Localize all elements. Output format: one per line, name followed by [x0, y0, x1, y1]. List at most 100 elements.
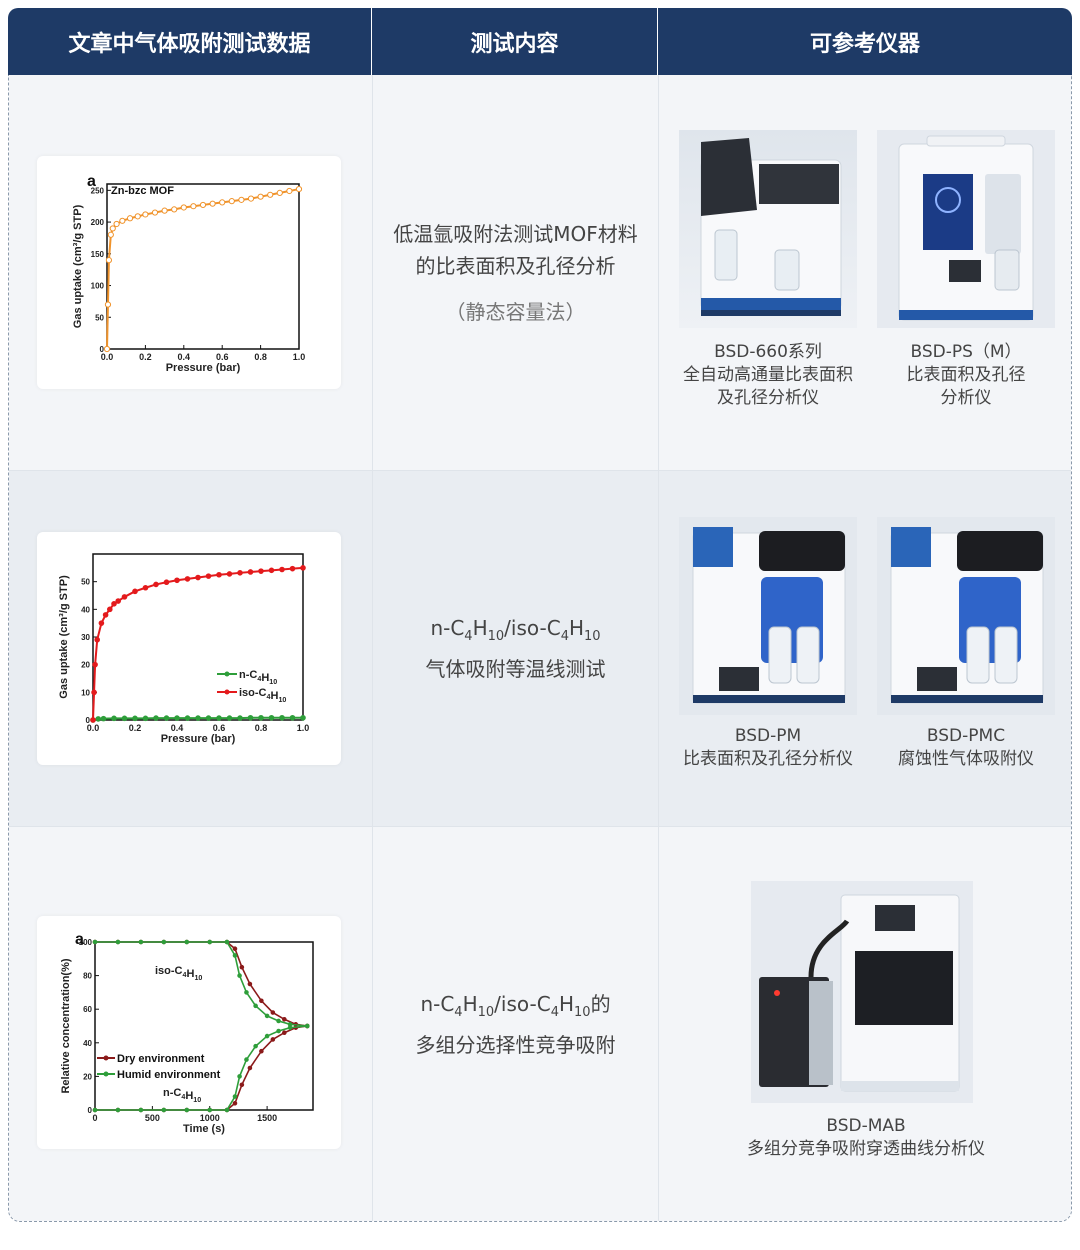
data-point	[276, 1028, 281, 1034]
y-tick-label: 0	[86, 716, 91, 725]
data-point	[174, 577, 180, 584]
y-tick-label: 10	[81, 688, 90, 697]
instrument-desc: 腐蚀性气体吸附仪	[898, 749, 1034, 769]
y-tick-label: 200	[91, 218, 105, 227]
x-tick-label: 0.8	[254, 352, 267, 362]
data-point	[119, 217, 126, 224]
instrument-cell: BSD-660系列 全自动高通量比表面积 及孔径分析仪	[659, 75, 1071, 470]
data-point	[244, 1057, 249, 1062]
y-tick-label: 100	[91, 282, 105, 291]
data-point	[199, 201, 207, 209]
legend-label: iso-C4H10	[239, 687, 286, 704]
data-point	[92, 939, 98, 945]
data-point	[132, 588, 138, 595]
instrument-cell: BSD-PM 比表面积及孔径分析仪 BSD-PMC 腐蚀性气体吸附仪	[659, 471, 1071, 826]
data-point	[209, 200, 216, 207]
plot-frame	[106, 183, 300, 350]
data-point	[190, 203, 197, 210]
data-point	[184, 1107, 190, 1113]
instrument-photo-bsd-pm[interactable]	[679, 517, 857, 715]
instrument-photo-bsd-660[interactable]	[679, 130, 857, 328]
data-point	[268, 567, 275, 574]
data-point	[121, 594, 128, 600]
data-point	[224, 1107, 230, 1113]
data-point	[259, 998, 264, 1004]
data-point	[247, 195, 255, 202]
x-tick-label: 0	[92, 1113, 97, 1123]
data-point	[300, 565, 306, 571]
data-point	[226, 715, 233, 721]
data-point	[91, 689, 97, 696]
instrument-name: BSD-PM	[734, 726, 802, 746]
formula-line: n-C4H10/iso-C4H10的	[420, 992, 611, 1020]
instrument-desc: 分析仪	[940, 388, 992, 408]
data-point	[264, 1033, 270, 1039]
data-point	[247, 1065, 253, 1071]
data-point	[184, 576, 191, 582]
y-axis-label: Relative concentration(%)	[60, 958, 72, 1093]
data-point	[247, 714, 254, 721]
test-content-cell: n-C4H10/iso-C4H10 气体吸附等温线测试	[373, 471, 659, 826]
data-point	[121, 715, 128, 722]
data-point	[207, 1107, 213, 1113]
data-point	[286, 187, 293, 195]
legend-marker	[103, 1071, 109, 1077]
instrument-desc: 全自动高通量比表面积	[683, 365, 853, 385]
data-point	[270, 1010, 276, 1015]
data-point	[104, 301, 112, 308]
data-point	[138, 939, 144, 945]
data-point	[95, 716, 102, 722]
data-point	[304, 1023, 310, 1029]
y-tick-label: 20	[81, 661, 90, 670]
x-axis-label: Pressure (bar)	[166, 362, 241, 374]
data-point	[228, 198, 235, 205]
legend-label: Dry environment	[117, 1053, 205, 1065]
y-tick-label: 30	[81, 633, 90, 642]
x-tick-label: 0.2	[139, 352, 152, 362]
data-point	[161, 207, 168, 214]
instrument-photo-bsd-ps-m[interactable]	[877, 130, 1055, 328]
data-point	[142, 211, 149, 218]
x-tick-label: 500	[145, 1113, 160, 1123]
instrument-photo-bsd-pmc[interactable]	[877, 517, 1055, 715]
data-point	[237, 715, 243, 721]
y-tick-label: 40	[83, 1039, 92, 1048]
formula-line: n-C4H10/iso-C4H10	[430, 616, 601, 644]
header-col-instruments: 可参考仪器	[809, 31, 920, 57]
data-point	[92, 661, 98, 668]
y-tick-label: 20	[83, 1072, 92, 1081]
data-point	[276, 189, 283, 196]
data-point	[105, 257, 113, 264]
data-point	[226, 571, 233, 577]
data-point	[258, 714, 264, 721]
data-point	[232, 1100, 238, 1106]
header-col-article-data: 文章中气体吸附测试数据	[8, 8, 372, 75]
test-content-line: 多组分选择性竞争吸附	[415, 1033, 616, 1057]
y-axis-label: Gas uptake (cm³/g STP)	[72, 204, 84, 328]
instrument-photo-bsd-mab[interactable]	[751, 881, 973, 1103]
data-point	[258, 568, 264, 574]
legend-marker	[224, 671, 230, 677]
data-point	[295, 185, 303, 193]
y-tick-label: 40	[81, 605, 90, 614]
data-point	[171, 206, 178, 213]
instrument-desc: 比表面积及孔径	[906, 365, 1026, 385]
data-point	[237, 973, 242, 978]
plot-frame	[94, 941, 314, 1111]
data-point	[113, 220, 120, 228]
chart-annotation: Zn-bzc MOF	[111, 185, 174, 197]
data-point	[216, 571, 222, 578]
data-point	[219, 199, 226, 206]
instrument-caption: BSD-PMC 腐蚀性气体吸附仪	[865, 725, 1067, 771]
y-tick-label: 50	[95, 313, 104, 322]
data-point	[174, 715, 180, 721]
instrument-name: BSD-PMC	[926, 726, 1006, 746]
instrument-cell: BSD-MAB 多组分竞争吸附穿透曲线分析仪	[659, 827, 1071, 1221]
